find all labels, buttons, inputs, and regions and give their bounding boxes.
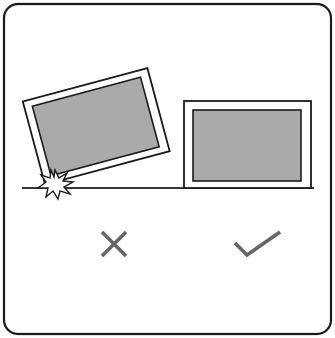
check-icon bbox=[233, 230, 282, 258]
tilted-panel bbox=[21, 67, 171, 186]
flat-panel-screen bbox=[192, 109, 302, 182]
cross-icon bbox=[100, 230, 128, 258]
impact-burst-icon bbox=[35, 167, 76, 201]
tilted-panel-screen bbox=[31, 76, 161, 177]
flat-panel bbox=[183, 100, 312, 189]
